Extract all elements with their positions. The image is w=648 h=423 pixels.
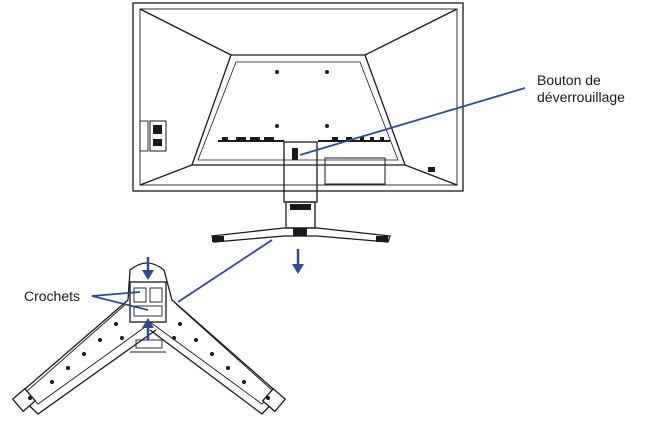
arrow-down-icon (292, 249, 304, 274)
rear-housing (139, 8, 458, 186)
unlock-button-label: Bouton de déverrouillage (537, 72, 625, 106)
arrow-up-icon (142, 318, 154, 340)
rear-housing-inner (197, 61, 399, 161)
ports (222, 137, 384, 141)
arrow-down-icon (142, 257, 154, 280)
unlock-callout-line (299, 87, 526, 156)
base-right-leg (149, 269, 281, 415)
detail-callout-line (177, 239, 273, 303)
hooks-label: Crochets (24, 288, 81, 304)
vesa-holes (275, 70, 329, 128)
port-block-left (149, 120, 167, 152)
monitor-rear (132, 2, 464, 243)
monitor-outer-frame (132, 2, 464, 192)
monitor-inner-frame (139, 8, 458, 186)
label-plate (324, 157, 386, 185)
base-left-leg-inner (25, 303, 153, 405)
unlock-button-label-line2: déverrouillage (537, 89, 625, 105)
hooks-callout-lines (91, 291, 149, 311)
base-screws (28, 322, 270, 400)
unlock-button-label-line1: Bouton de (537, 72, 601, 88)
